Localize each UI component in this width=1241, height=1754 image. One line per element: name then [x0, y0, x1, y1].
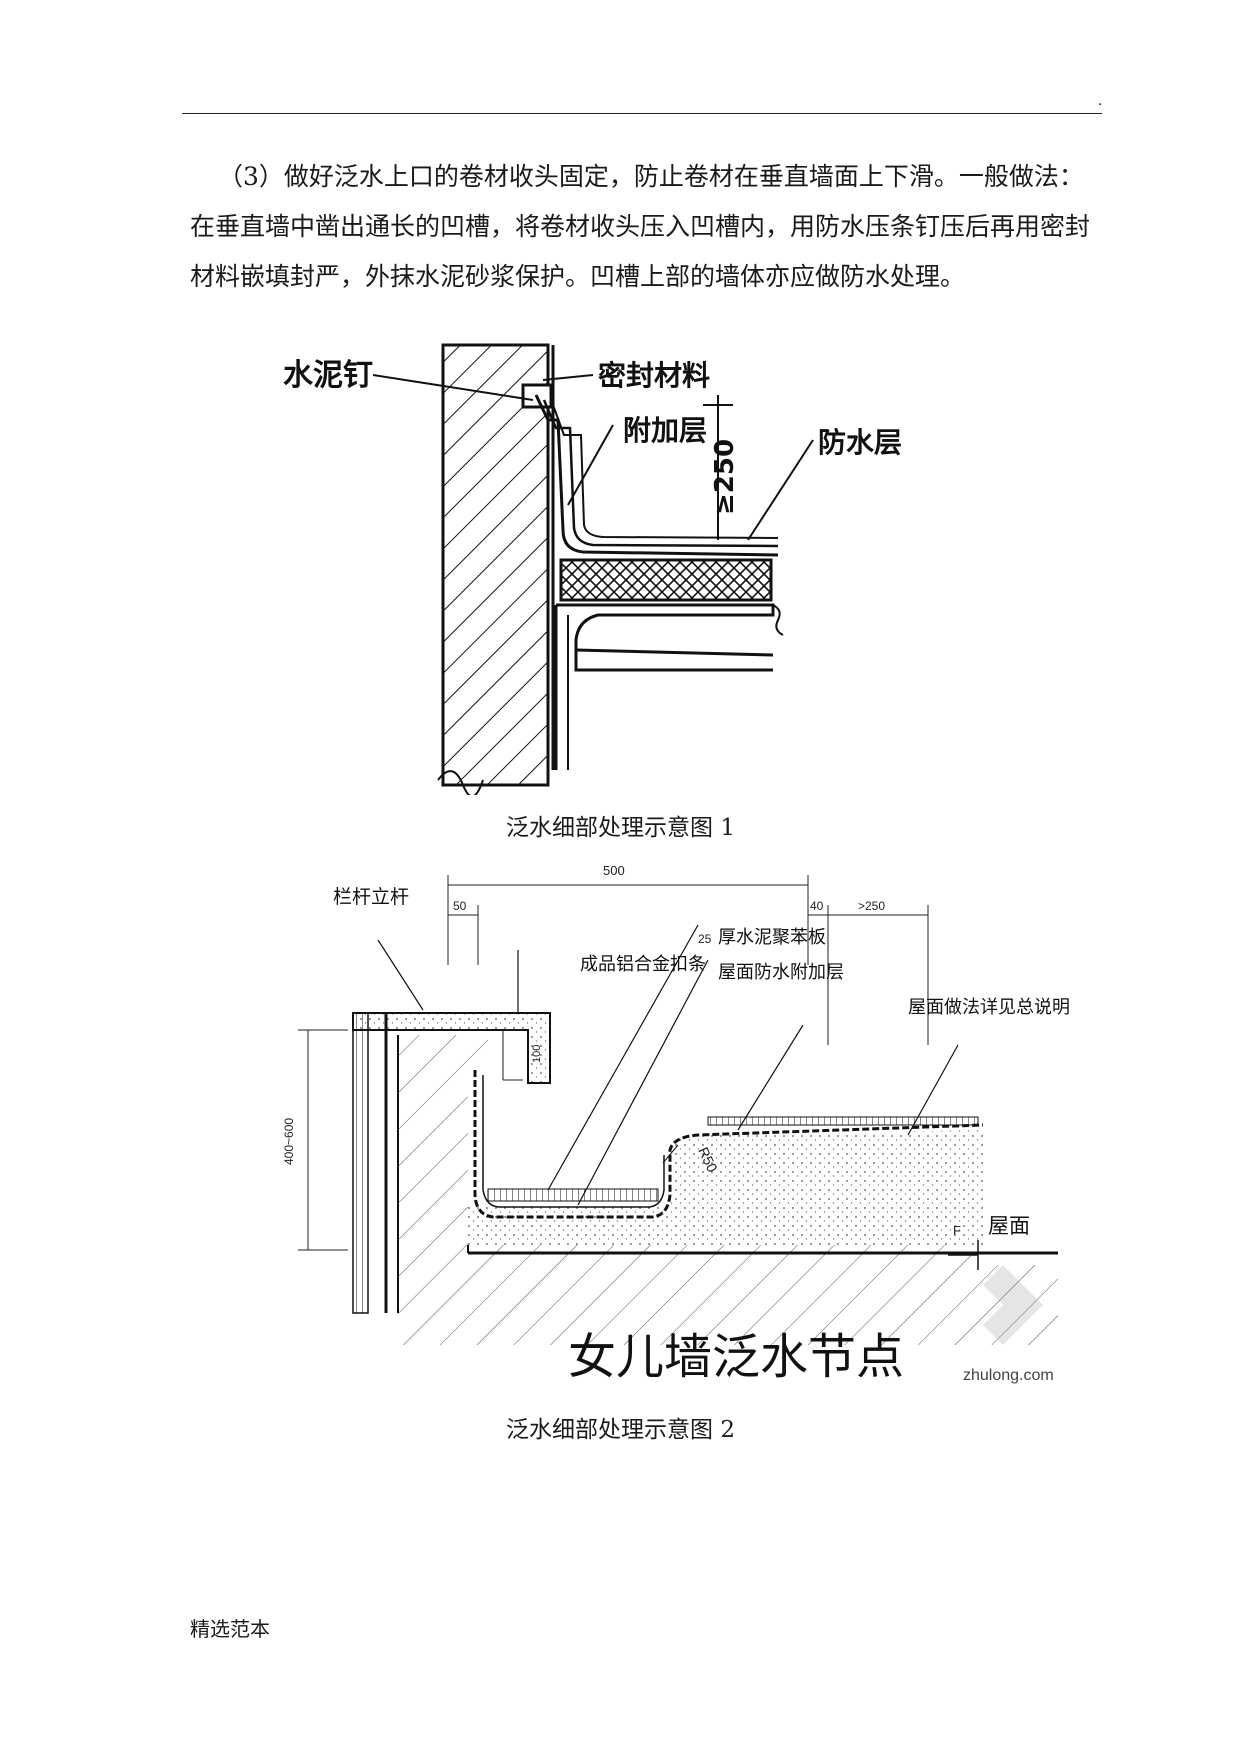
- figure-2-drawing: 栏杆立杆 成品铝合金扣条 25 厚水泥聚苯板 屋面防水附加层 屋面做法详见总说明…: [282, 863, 1070, 1384]
- figure-1-drawing: 水泥钉 密封材料 附加层 防水层 ≥250: [283, 343, 902, 795]
- dim-100: 100: [531, 1045, 543, 1063]
- label-roof-add: 屋面防水附加层: [718, 962, 844, 982]
- header-mark: .: [1098, 92, 1103, 109]
- paragraph-text: （3）做好泛水上口的卷材收头固定，防止卷材在垂直墙面上下滑。一般做法：在垂直墙中…: [190, 162, 1091, 291]
- dim-40: 40: [810, 899, 824, 913]
- label-railing: 栏杆立杆: [333, 886, 409, 908]
- header-rule: [182, 113, 1102, 114]
- label-sealant: 密封材料: [598, 359, 710, 392]
- dim-400-600: 400~600: [282, 1118, 296, 1165]
- figure-1: 水泥钉 密封材料 附加层 防水层 ≥250: [278, 340, 1058, 795]
- watermark-logo: [983, 1265, 1043, 1345]
- figure-2-caption: 泛水细部处理示意图 2: [506, 1417, 735, 1443]
- watermark-text: zhulong.com: [963, 1367, 1054, 1384]
- label-board-num: 25: [698, 932, 712, 946]
- label-waterproof: 防水层: [818, 426, 902, 459]
- label-height: ≥250: [710, 439, 740, 515]
- label-additional: 附加层: [623, 414, 707, 447]
- wall-section: [441, 343, 550, 787]
- label-nail: 水泥钉: [283, 358, 373, 393]
- dim-250: >250: [858, 899, 885, 913]
- dim-50: 50: [453, 899, 467, 913]
- label-roof: 屋面: [988, 1215, 1030, 1238]
- label-strip: 成品铝合金扣条: [580, 954, 706, 974]
- figure-2-title: 女儿墙泛水节点: [568, 1331, 904, 1384]
- figure-2: 栏杆立杆 成品铝合金扣条 25 厚水泥聚苯板 屋面防水附加层 屋面做法详见总说明…: [278, 845, 1133, 1385]
- figure-1-caption: 泛水细部处理示意图 1: [506, 815, 735, 841]
- label-board: 厚水泥聚苯板: [718, 927, 826, 947]
- label-f: F: [953, 1223, 961, 1238]
- label-roof-note: 屋面做法详见总说明: [908, 997, 1070, 1017]
- body-paragraph: （3）做好泛水上口的卷材收头固定，防止卷材在垂直墙面上下滑。一般做法：在垂直墙中…: [190, 152, 1098, 302]
- footer-text: 精选范本: [190, 1617, 270, 1641]
- dim-500: 500: [603, 863, 625, 878]
- insulation-layer: [559, 558, 773, 602]
